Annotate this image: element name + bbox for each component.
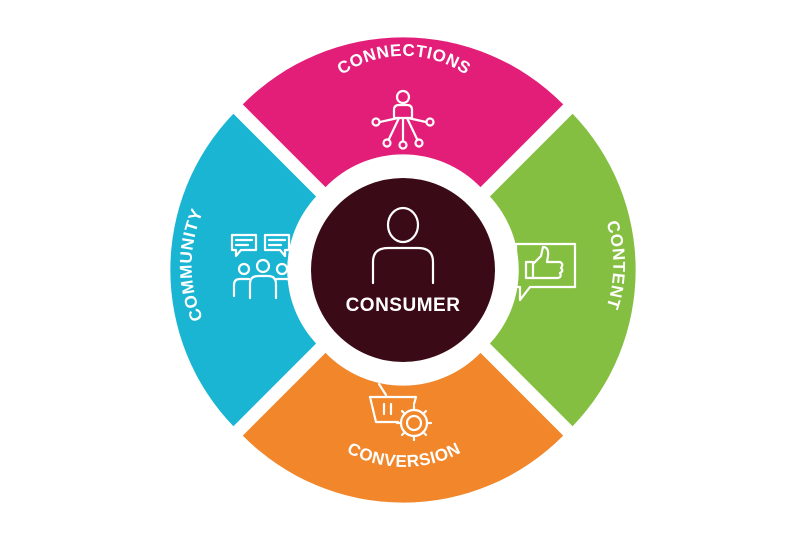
center-label: CONSUMER xyxy=(346,295,461,316)
person-icon xyxy=(371,206,435,285)
center-circle xyxy=(311,178,495,362)
basket-gear-icon xyxy=(368,382,433,442)
thumbs-up-chat-icon xyxy=(514,242,577,302)
network-person-icon xyxy=(371,89,435,150)
group-chat-icon xyxy=(230,233,294,300)
segment-community xyxy=(170,113,317,427)
segment-connections xyxy=(242,37,564,188)
